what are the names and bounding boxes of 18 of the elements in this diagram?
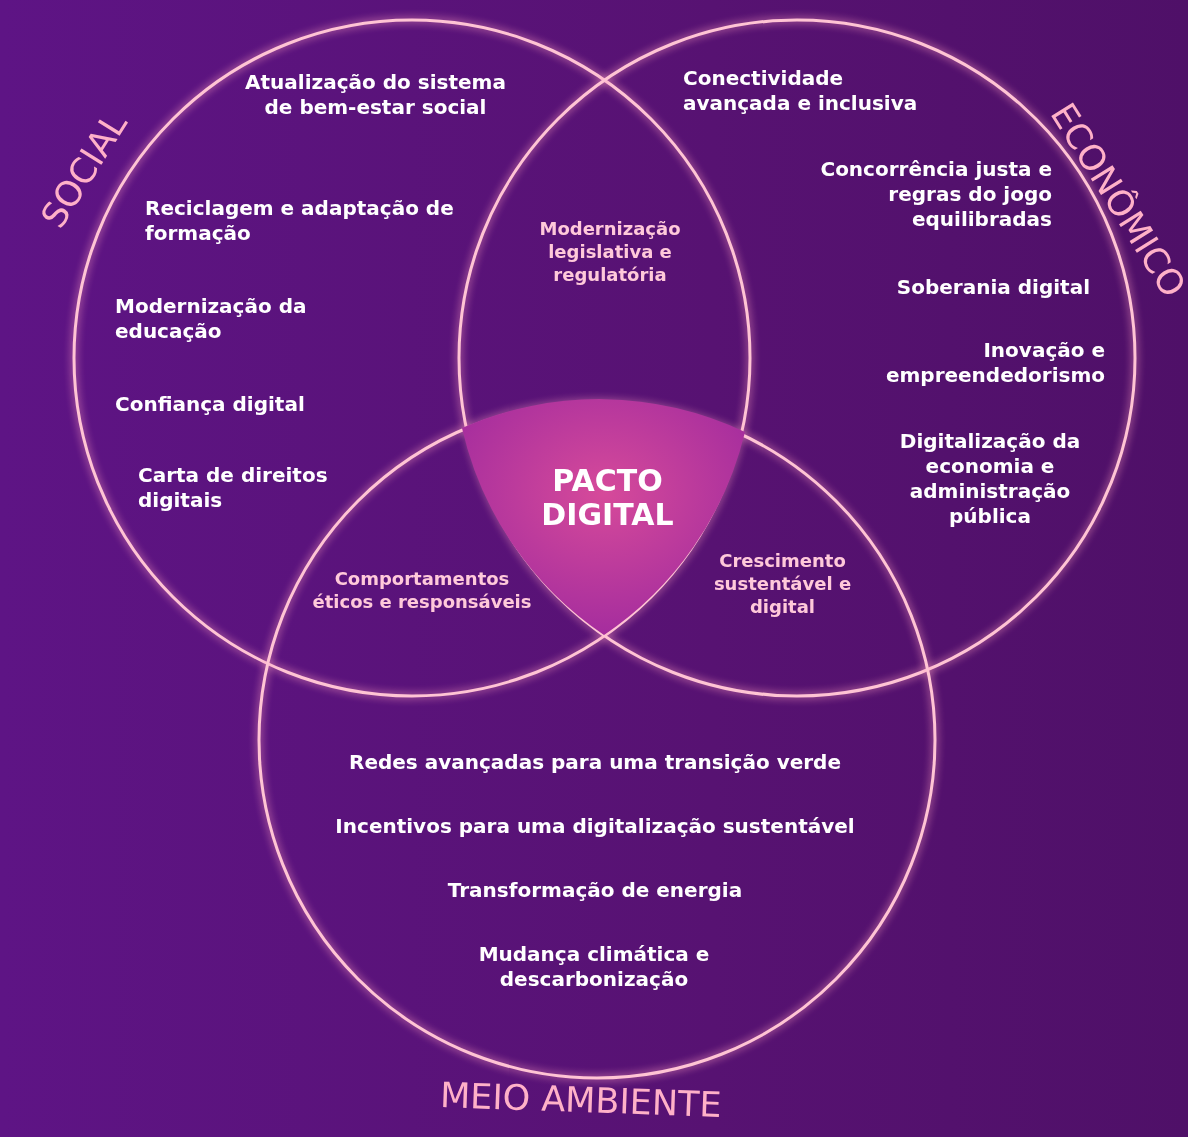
set-item: Atualização do sistema de bem-estar social xyxy=(244,70,507,120)
center-title: PACTO DIGITAL xyxy=(540,464,675,532)
intersection-label: Modernização legislativa e regulatória xyxy=(538,217,682,286)
set-item: Modernização da educação xyxy=(115,294,308,344)
set-item: Reciclagem e adaptação de formação xyxy=(145,196,455,246)
set-item: Carta de direitos digitais xyxy=(138,463,329,513)
set-item: Transformação de energia xyxy=(446,878,744,903)
set-item: Confiança digital xyxy=(115,392,306,417)
intersection-label: Comportamentos éticos e responsáveis xyxy=(312,567,532,613)
set-item: Redes avançadas para uma transição verde xyxy=(348,750,842,775)
intersection-label: Crescimento sustentável e digital xyxy=(712,549,853,618)
set-item: Digitalização da economia e administração pública xyxy=(898,429,1082,529)
set-item: Conectividade avançada e inclusiva xyxy=(683,66,919,116)
set-item: Incentivos para uma digitalização sustentável xyxy=(334,814,856,839)
set-title: MEIO AMBIENTE xyxy=(439,1075,723,1125)
set-item: Concorrência justa e regras do jogo equilibradas xyxy=(819,157,1052,231)
set-item: Mudança climática e descarbonização xyxy=(477,942,711,992)
set-item: Inovação e empreendedorismo xyxy=(884,338,1105,388)
